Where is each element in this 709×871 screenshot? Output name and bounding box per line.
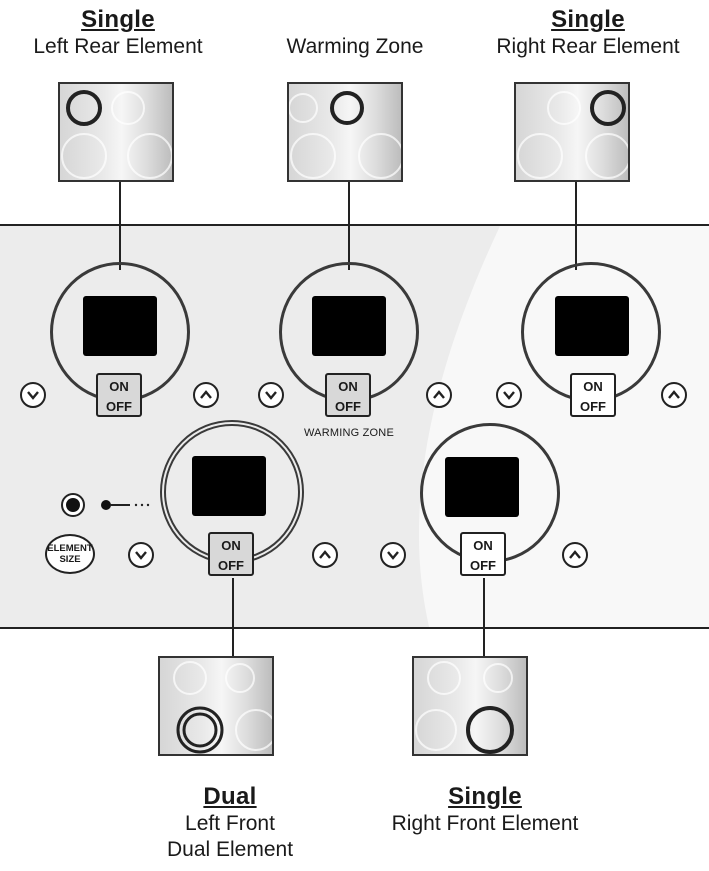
chevron-down-icon: [387, 551, 399, 560]
on-label: ON: [221, 538, 241, 553]
on-label: ON: [109, 379, 129, 394]
cooktop-thumb-right-rear: [514, 82, 630, 182]
display-right-front: [445, 457, 519, 517]
caption-kind: Single: [448, 783, 522, 810]
element-size-indicator: [61, 493, 150, 517]
chevron-down-icon: [265, 391, 277, 400]
chevron-down-icon: [27, 391, 39, 400]
cooktop-layout-icon: [415, 661, 514, 754]
up-button-right-rear[interactable]: [661, 382, 687, 408]
display-warming: [312, 296, 386, 356]
connector-line: [119, 182, 121, 270]
on-off-button-right-front[interactable]: ON OFF: [460, 532, 506, 576]
caption-right-front: Single Right Front Element: [365, 783, 605, 837]
up-button-warming[interactable]: [426, 382, 452, 408]
caption-left-rear: Single Left Rear Element: [10, 6, 226, 60]
cooktop-layout-icon: [517, 90, 628, 179]
chevron-down-icon: [503, 391, 515, 400]
on-off-button-left-front[interactable]: ON OFF: [208, 532, 254, 576]
element-size-label-1: ELEMENT: [47, 543, 93, 554]
cooktop-layout-icon: [289, 91, 401, 179]
display-right-rear: [555, 296, 629, 356]
cooktop-thumb-left-front: [158, 656, 274, 756]
down-button-left-front[interactable]: [128, 542, 154, 568]
down-button-right-front[interactable]: [380, 542, 406, 568]
chevron-up-icon: [433, 390, 445, 399]
display-left-rear: [83, 296, 157, 356]
caption-desc: Left Rear Element: [33, 35, 203, 58]
off-label: OFF: [580, 399, 606, 414]
cooktop-layout-icon: [61, 90, 172, 179]
element-size-label-2: SIZE: [59, 554, 81, 565]
caption-warming-zone: Warming Zone: [265, 34, 445, 60]
chevron-up-icon: [668, 390, 680, 399]
on-label: ON: [583, 379, 603, 394]
caption-kind: Dual: [203, 783, 257, 810]
caption-desc: Left Front: [185, 812, 275, 835]
on-label: ON: [338, 379, 358, 394]
warming-zone-label: WARMING ZONE: [304, 427, 394, 439]
cooktop-thumb-right-front: [412, 656, 528, 756]
cooktop-thumb-left-rear: [58, 82, 174, 182]
on-off-button-right-rear[interactable]: ON OFF: [570, 373, 616, 417]
down-button-right-rear[interactable]: [496, 382, 522, 408]
connector-line: [483, 578, 485, 656]
off-label: OFF: [470, 558, 496, 573]
caption-desc-2: Dual Element: [166, 838, 294, 861]
chevron-up-icon: [200, 390, 212, 399]
up-button-left-front[interactable]: [312, 542, 338, 568]
caption-desc: Right Rear Element: [496, 35, 680, 58]
caption-kind: Single: [551, 6, 625, 33]
off-label: OFF: [106, 399, 132, 414]
off-label: OFF: [335, 399, 361, 414]
display-left-front: [192, 456, 266, 516]
up-button-left-rear[interactable]: [193, 382, 219, 408]
on-label: ON: [473, 538, 493, 553]
element-size-button[interactable]: ELEMENT SIZE: [45, 534, 95, 574]
on-off-button-warming[interactable]: ON OFF: [325, 373, 371, 417]
connector-line: [348, 182, 350, 270]
cooktop-layout-icon: [173, 661, 272, 754]
off-label: OFF: [218, 558, 244, 573]
chevron-down-icon: [135, 551, 147, 560]
caption-kind: Single: [81, 6, 155, 33]
connector-line: [232, 578, 234, 656]
connector-line: [575, 182, 577, 270]
caption-desc: Right Front Element: [391, 812, 579, 835]
on-off-button-left-rear[interactable]: ON OFF: [96, 373, 142, 417]
up-button-right-front[interactable]: [562, 542, 588, 568]
caption-left-front: Dual Left Front Dual Element: [130, 783, 330, 863]
caption-right-rear: Single Right Rear Element: [480, 6, 696, 60]
chevron-up-icon: [569, 550, 581, 559]
caption-desc: Warming Zone: [286, 35, 424, 58]
cooktop-thumb-warming: [287, 82, 403, 182]
chevron-up-icon: [319, 550, 331, 559]
down-button-left-rear[interactable]: [20, 382, 46, 408]
down-button-warming[interactable]: [258, 382, 284, 408]
